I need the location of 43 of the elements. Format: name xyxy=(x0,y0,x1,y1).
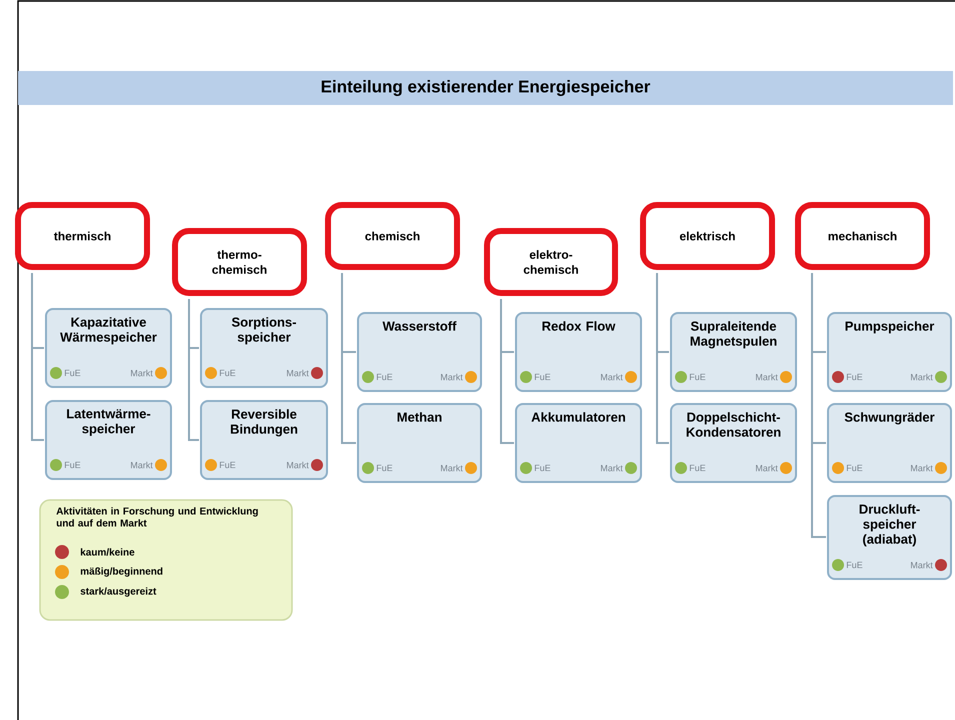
status-label: FuE xyxy=(50,459,80,471)
status-label: FuE xyxy=(50,367,80,379)
status-label: Markt xyxy=(601,462,637,474)
status-label: FuE xyxy=(362,371,392,383)
status-label: FuE xyxy=(675,462,706,474)
legend-text: mäßig/beginnend xyxy=(80,567,162,577)
tree-line xyxy=(31,273,44,441)
tree-line xyxy=(656,273,669,444)
status-label: Markt xyxy=(911,559,947,571)
tree-line xyxy=(500,299,514,444)
category-box: thermo-chemisch xyxy=(172,228,307,296)
category-box: mechanisch xyxy=(795,202,930,270)
status-label: FuE xyxy=(832,371,862,383)
title-banner: Einteilung existierender Energiespeicher xyxy=(18,71,954,105)
status-label: Markt xyxy=(131,367,167,379)
status-label: FuE xyxy=(520,371,550,383)
category-box: elektro-chemisch xyxy=(484,228,618,296)
tree-line xyxy=(811,273,826,538)
status-label: Markt xyxy=(756,462,792,474)
category-box: chemisch xyxy=(325,202,460,270)
category-box: elektrisch xyxy=(640,202,775,270)
tree-line xyxy=(341,273,356,444)
status-label: FuE xyxy=(205,459,236,471)
status-label: Markt xyxy=(131,459,167,471)
status-label: FuE xyxy=(520,462,550,474)
status-label: FuE xyxy=(832,462,862,474)
status-label: Markt xyxy=(756,371,792,383)
status-label: Markt xyxy=(441,462,477,474)
status-label: FuE xyxy=(205,367,236,379)
status-label: Markt xyxy=(441,371,477,383)
legend-heading: Aktivitäten in Forschung und Entwicklung und auf dem Markt xyxy=(56,507,258,527)
category-box: thermisch xyxy=(15,202,150,270)
status-label: FuE xyxy=(675,371,706,383)
status-label: Markt xyxy=(911,371,947,383)
status-label: FuE xyxy=(832,559,862,571)
status-label: Markt xyxy=(911,462,947,474)
legend-text: kaum/keine xyxy=(80,548,134,556)
status-label: Markt xyxy=(287,459,323,471)
tree-line xyxy=(188,299,199,441)
status-label: FuE xyxy=(362,462,392,474)
legend-text: stark/ausgereizt xyxy=(80,587,156,597)
status-label: Markt xyxy=(601,371,637,383)
status-label: Markt xyxy=(287,367,323,379)
